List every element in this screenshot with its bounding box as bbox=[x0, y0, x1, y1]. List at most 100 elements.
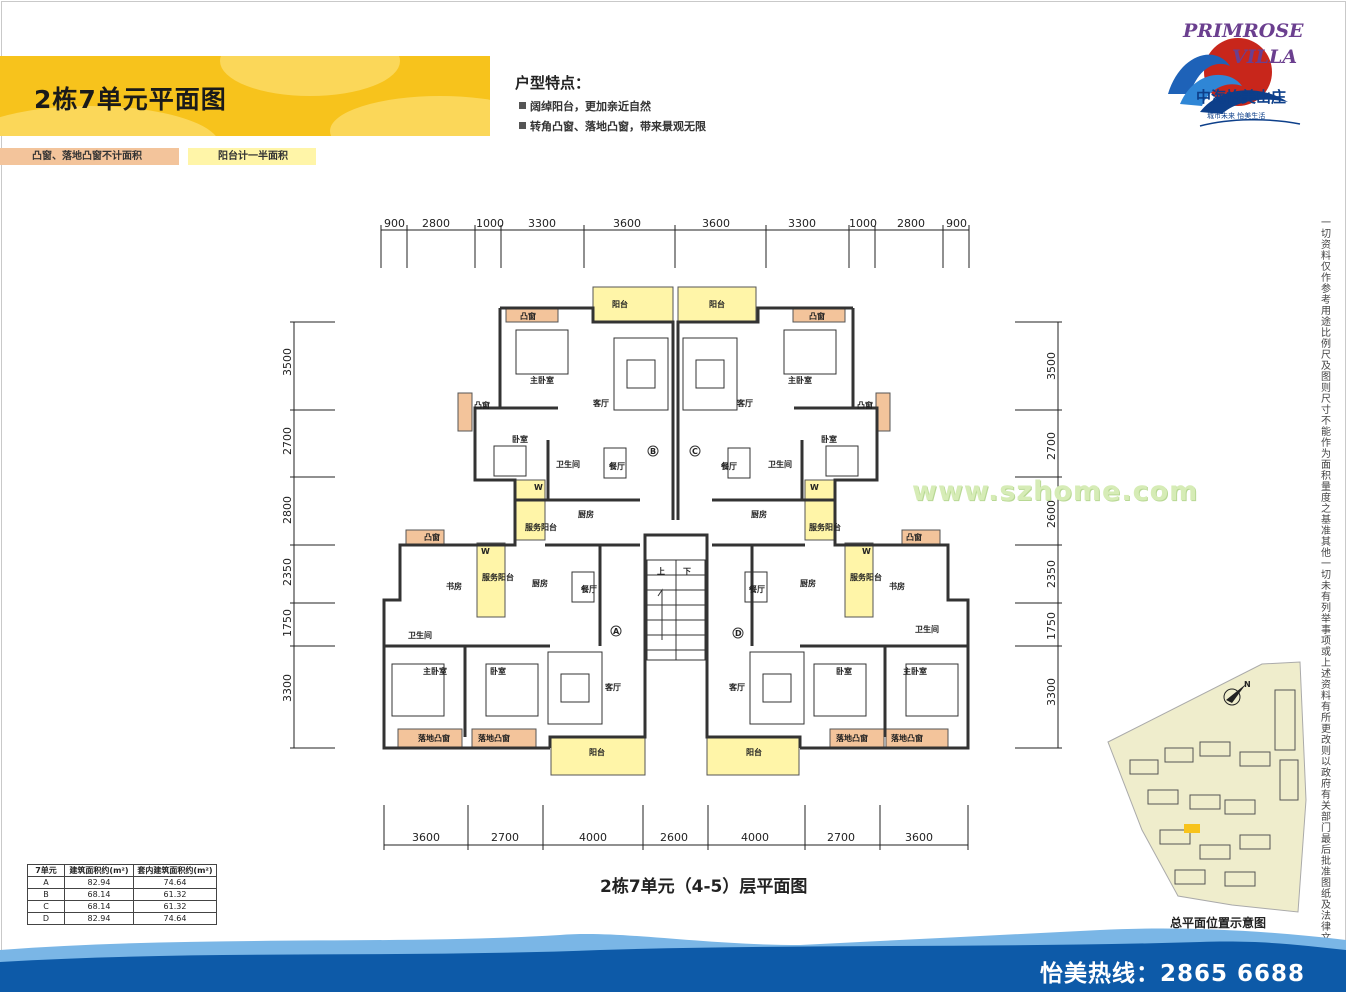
feature-item: 阔绰阳台，更加亲近自然 bbox=[519, 98, 651, 114]
features-title: 户型特点： bbox=[515, 74, 591, 92]
table-header: 建筑面积约(m²) bbox=[64, 864, 134, 877]
compass-icon bbox=[1223, 684, 1246, 706]
room-kitchen: 厨房 bbox=[800, 578, 816, 588]
bay-window-fills bbox=[397, 307, 949, 748]
area-table: 7单元 建筑面积约(m²) 套内建筑面积约(m²) A 82.94 74.64 … bbox=[27, 864, 217, 925]
dim-label: 900 bbox=[384, 217, 405, 230]
dim-label: 1750 bbox=[281, 609, 294, 637]
balcony-fills bbox=[476, 286, 874, 776]
dim-label: 3300 bbox=[1045, 678, 1058, 706]
room-bath: 卫生间 bbox=[408, 630, 432, 640]
unit-a: A bbox=[613, 627, 620, 636]
dim-label: 2800 bbox=[422, 217, 450, 230]
room-living: 客厅 bbox=[736, 398, 753, 408]
dim-label: 2800 bbox=[281, 496, 294, 524]
room-bay: 凸窗 bbox=[809, 311, 825, 321]
table-header: 套内建筑面积约(m²) bbox=[133, 864, 217, 877]
unit-c: C bbox=[692, 447, 698, 456]
dim-label: 2700 bbox=[1045, 432, 1058, 460]
walls bbox=[382, 306, 970, 750]
room-bedroom: 卧室 bbox=[490, 666, 506, 676]
unit-b: B bbox=[650, 447, 656, 456]
room-study: 书房 bbox=[446, 581, 462, 591]
plan-caption: 2栋7单元（4-5）层平面图 bbox=[600, 877, 808, 897]
dim-label: 2350 bbox=[1045, 560, 1058, 588]
dim-label: 3500 bbox=[1045, 352, 1058, 380]
dim-label: 4000 bbox=[741, 831, 769, 844]
room-master: 主卧室 bbox=[530, 375, 554, 385]
room-balcony: 阳台 bbox=[589, 747, 605, 757]
room-service: 服务阳台 bbox=[525, 522, 557, 532]
room-bath: 卫生间 bbox=[556, 459, 580, 469]
left-dimensions bbox=[290, 321, 335, 749]
room-bay: 凸窗 bbox=[474, 400, 490, 410]
table-row: D 82.94 74.64 bbox=[27, 912, 217, 925]
table-cell: 68.14 bbox=[64, 900, 134, 913]
room-service: 服务阳台 bbox=[809, 522, 841, 532]
dim-label: 2600 bbox=[660, 831, 688, 844]
room-floor-bay: 落地凸窗 bbox=[478, 733, 510, 743]
room-floor-bay: 落地凸窗 bbox=[836, 733, 868, 743]
room-master: 主卧室 bbox=[788, 375, 812, 385]
top-dimensions bbox=[380, 225, 970, 268]
dim-label: 2700 bbox=[281, 427, 294, 455]
right-dimensions bbox=[1015, 321, 1062, 749]
bullet-icon bbox=[519, 102, 526, 109]
logo-text-villa: VILLA bbox=[1232, 46, 1298, 68]
room-bath: 卫生间 bbox=[915, 624, 939, 634]
legend-bay-window: 凸窗、落地凸窗不计面积 bbox=[0, 148, 179, 165]
dim-label: 1000 bbox=[849, 217, 877, 230]
room-bedroom: 卧室 bbox=[512, 434, 528, 444]
room-floor-bay: 落地凸窗 bbox=[891, 733, 923, 743]
logo-name: 中海怡美山庄 bbox=[1196, 88, 1287, 106]
table-cell: B bbox=[27, 888, 65, 901]
site-plan bbox=[1107, 661, 1307, 913]
dim-label: 4000 bbox=[579, 831, 607, 844]
room-living: 客厅 bbox=[728, 682, 745, 692]
room-bay: 凸窗 bbox=[857, 400, 873, 410]
unit-marker bbox=[732, 627, 744, 639]
dim-label: 3300 bbox=[788, 217, 816, 230]
table-row: B 68.14 61.32 bbox=[27, 888, 217, 901]
dim-label: 2600 bbox=[1045, 500, 1058, 528]
table-cell: D bbox=[27, 912, 65, 925]
feature-item: 转角凸窗、落地凸窗，带来景观无限 bbox=[519, 118, 706, 134]
table-cell: 74.64 bbox=[133, 876, 217, 889]
dim-label: 2800 bbox=[897, 217, 925, 230]
dim-label: 3600 bbox=[905, 831, 933, 844]
table-header-row: 7单元 建筑面积约(m²) 套内建筑面积约(m²) bbox=[27, 864, 217, 877]
room-floor-bay: 落地凸窗 bbox=[418, 733, 450, 743]
unit-d: D bbox=[735, 629, 742, 638]
washer-icon: W bbox=[534, 483, 543, 492]
room-bedroom: 卧室 bbox=[821, 434, 837, 444]
dim-label: 2700 bbox=[827, 831, 855, 844]
table-cell: 82.94 bbox=[64, 912, 134, 925]
room-balcony: 阳台 bbox=[612, 299, 628, 309]
bottom-wave bbox=[0, 928, 1346, 992]
room-dining: 餐厅 bbox=[720, 461, 737, 471]
room-bay: 凸窗 bbox=[906, 532, 922, 542]
room-dining: 餐厅 bbox=[580, 584, 597, 594]
room-kitchen: 厨房 bbox=[578, 509, 594, 519]
table-header: 7单元 bbox=[27, 864, 65, 877]
bottom-dimensions bbox=[383, 805, 969, 850]
room-balcony: 阳台 bbox=[709, 299, 725, 309]
site-plan-caption: 总平面位置示意图 bbox=[1170, 916, 1267, 930]
room-service: 服务阳台 bbox=[482, 572, 514, 582]
room-master: 主卧室 bbox=[423, 666, 447, 676]
legend-balcony: 阳台计一半面积 bbox=[188, 148, 316, 165]
page-title: 2栋7单元平面图 bbox=[34, 85, 227, 114]
stair-down: 下 bbox=[683, 567, 691, 576]
compass-label: N bbox=[1244, 680, 1251, 689]
washer-icon: W bbox=[481, 547, 490, 556]
dim-label: 1000 bbox=[476, 217, 504, 230]
room-study: 书房 bbox=[889, 581, 905, 591]
unit-marker bbox=[610, 625, 622, 637]
watermark: www.szhome.com bbox=[912, 476, 1199, 507]
furniture bbox=[391, 329, 959, 725]
feature-text: 转角凸窗、落地凸窗，带来景观无限 bbox=[530, 120, 706, 133]
washer-icon: W bbox=[862, 547, 871, 556]
room-dining: 餐厅 bbox=[608, 461, 625, 471]
dim-label: 3300 bbox=[528, 217, 556, 230]
